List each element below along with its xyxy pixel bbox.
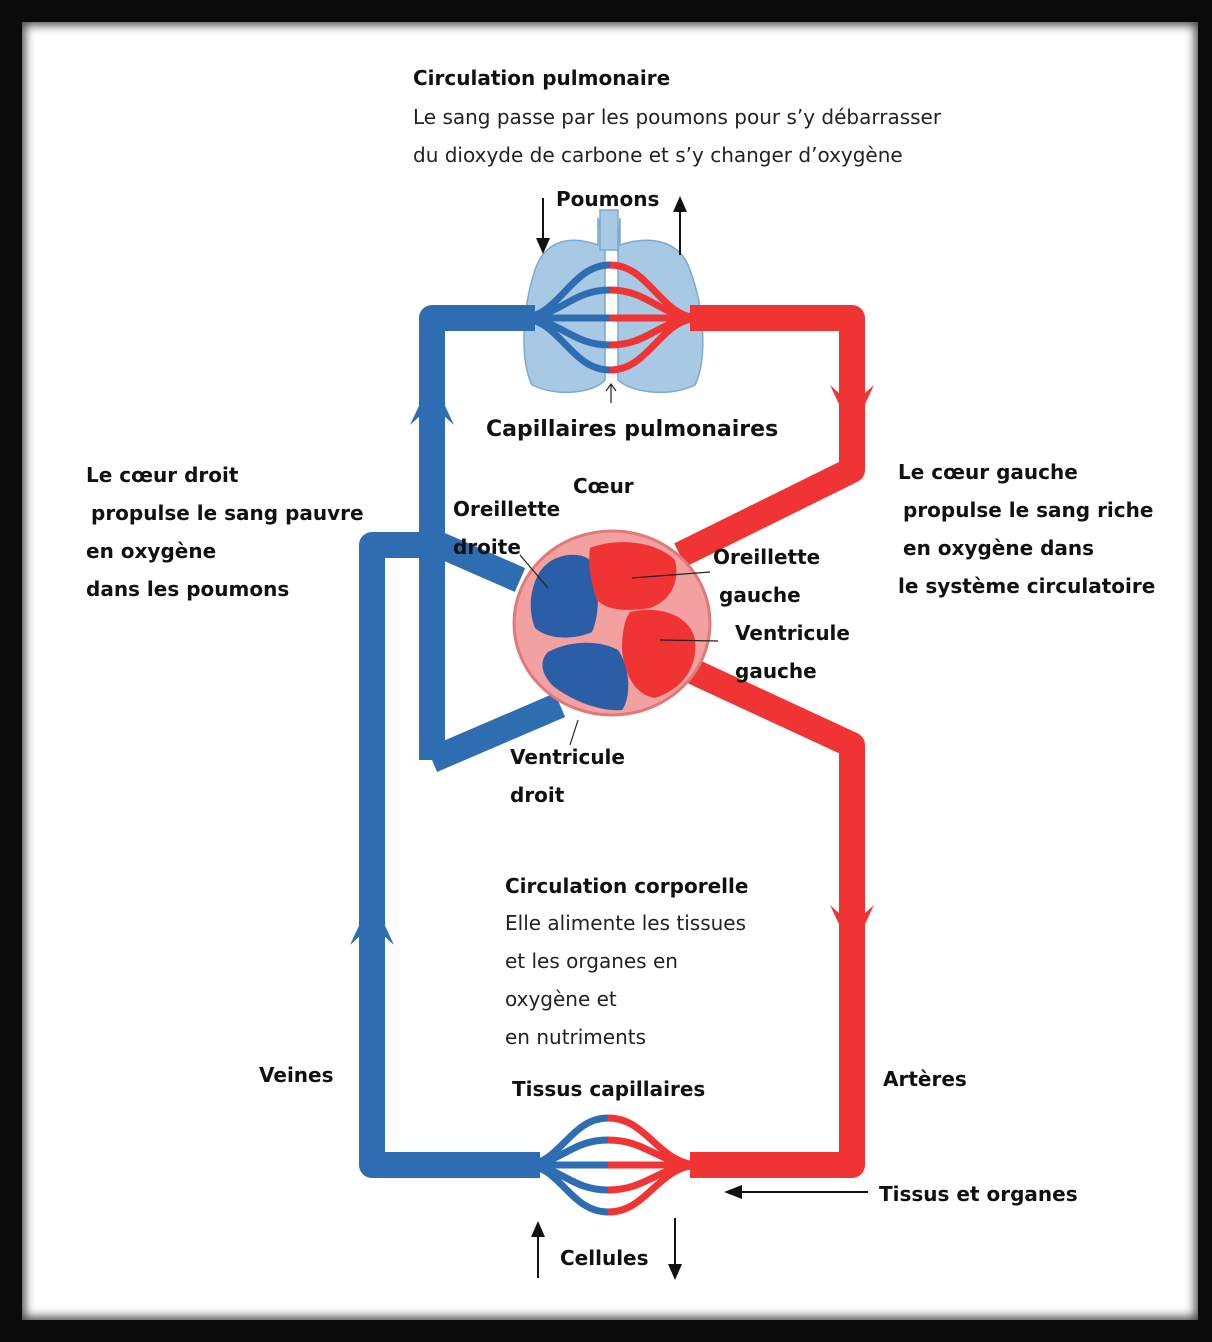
tissue-capillaries — [524, 1114, 701, 1216]
right-heart-line: Le cœur droit — [86, 463, 239, 487]
right-heart-line: dans les poumons — [86, 577, 290, 601]
left-heart-description: Le cœur gauche propulse le sang riche en… — [898, 453, 1155, 605]
left-ventricle-line: Ventricule — [735, 621, 850, 645]
left-heart-line: en oxygène dans — [903, 536, 1095, 560]
pulmonary-description: Le sang passe par les poumons pour s’y d… — [413, 98, 941, 174]
arteries-label: Artères — [883, 1067, 967, 1091]
right-atrium-chamber — [530, 554, 598, 638]
left-atrium-chamber — [589, 542, 677, 610]
right-ventricle-line: droit — [510, 783, 565, 807]
pulmonary-capillaries — [519, 261, 701, 374]
systemic-text-line: en nutriments — [505, 1025, 647, 1049]
vein-flow-arrow-up-icon — [350, 898, 394, 945]
heart-label: Cœur — [573, 474, 634, 498]
systemic-text-line: Elle alimente les tissues — [505, 911, 747, 935]
systemic-text-line: oxygène et — [505, 987, 617, 1011]
left-atrium-line: Oreillette — [713, 545, 821, 569]
vena-cava-vessel — [359, 532, 540, 1178]
left-ventricle-line: gauche — [735, 659, 817, 683]
cells-arrow-down-icon — [668, 1218, 682, 1280]
pulmonary-capillaries-label: Capillaires pulmonaires — [486, 417, 779, 442]
artery-flow-arrow-down-icon — [830, 905, 874, 952]
pulmonary-vein-vessel — [674, 305, 865, 567]
pointer-lines — [519, 382, 719, 746]
right-ventricle-line: Ventricule — [510, 745, 625, 769]
left-atrium-label: Oreillette gauche — [713, 538, 820, 614]
right-atrium-line: droite — [453, 535, 521, 559]
left-heart-line: Le cœur gauche — [898, 460, 1078, 484]
cells-arrow-up-icon — [531, 1221, 545, 1278]
systemic-text-line: et les organes en — [505, 949, 678, 973]
right-ventricle-chamber — [542, 642, 629, 711]
pulmonary-text-line: du dioxyde de carbone et s’y changer d’o… — [413, 143, 903, 167]
arrow-up-icon — [673, 196, 687, 255]
right-atrium-line: Oreillette — [453, 497, 561, 521]
right-atrium-label: Oreillette droite — [453, 490, 560, 566]
arrow-left-icon — [724, 1185, 868, 1199]
right-heart-line: propulse le sang pauvre — [91, 501, 364, 525]
right-ventricle-outflow — [426, 693, 566, 772]
left-ventricle-chamber — [622, 609, 696, 698]
systemic-description: Elle alimente les tissues et les organes… — [505, 904, 746, 1056]
left-heart-line: le système circulatoire — [898, 574, 1156, 598]
pulmonary-text-line: Le sang passe par les poumons pour s’y d… — [413, 105, 942, 129]
right-ventricle-label: Ventricule droit — [510, 738, 625, 814]
heart-shape — [512, 529, 712, 717]
pulmonary-title: Circulation pulmonaire — [413, 66, 671, 90]
left-heart-line: propulse le sang riche — [903, 498, 1154, 522]
left-ventricle-label: Ventricule gauche — [735, 614, 850, 690]
aorta-vessel — [684, 658, 865, 1178]
right-heart-description: Le cœur droit propulse le sang pauvre en… — [86, 456, 364, 608]
arrow-down-icon — [536, 198, 550, 254]
tissues-organs-label: Tissus et organes — [879, 1182, 1078, 1206]
flow-arrow-down-icon — [830, 385, 874, 432]
veins-label: Veines — [259, 1063, 334, 1087]
cells-label: Cellules — [560, 1246, 649, 1270]
left-atrium-line: gauche — [719, 583, 801, 607]
systemic-title: Circulation corporelle — [505, 874, 749, 898]
flow-arrow-up-icon — [410, 378, 454, 425]
right-heart-line: en oxygène — [86, 539, 217, 563]
tissue-capillaries-label: Tissus capillaires — [512, 1077, 706, 1101]
pulmonary-artery-vessel — [419, 305, 535, 760]
lungs-label: Poumons — [556, 187, 660, 211]
